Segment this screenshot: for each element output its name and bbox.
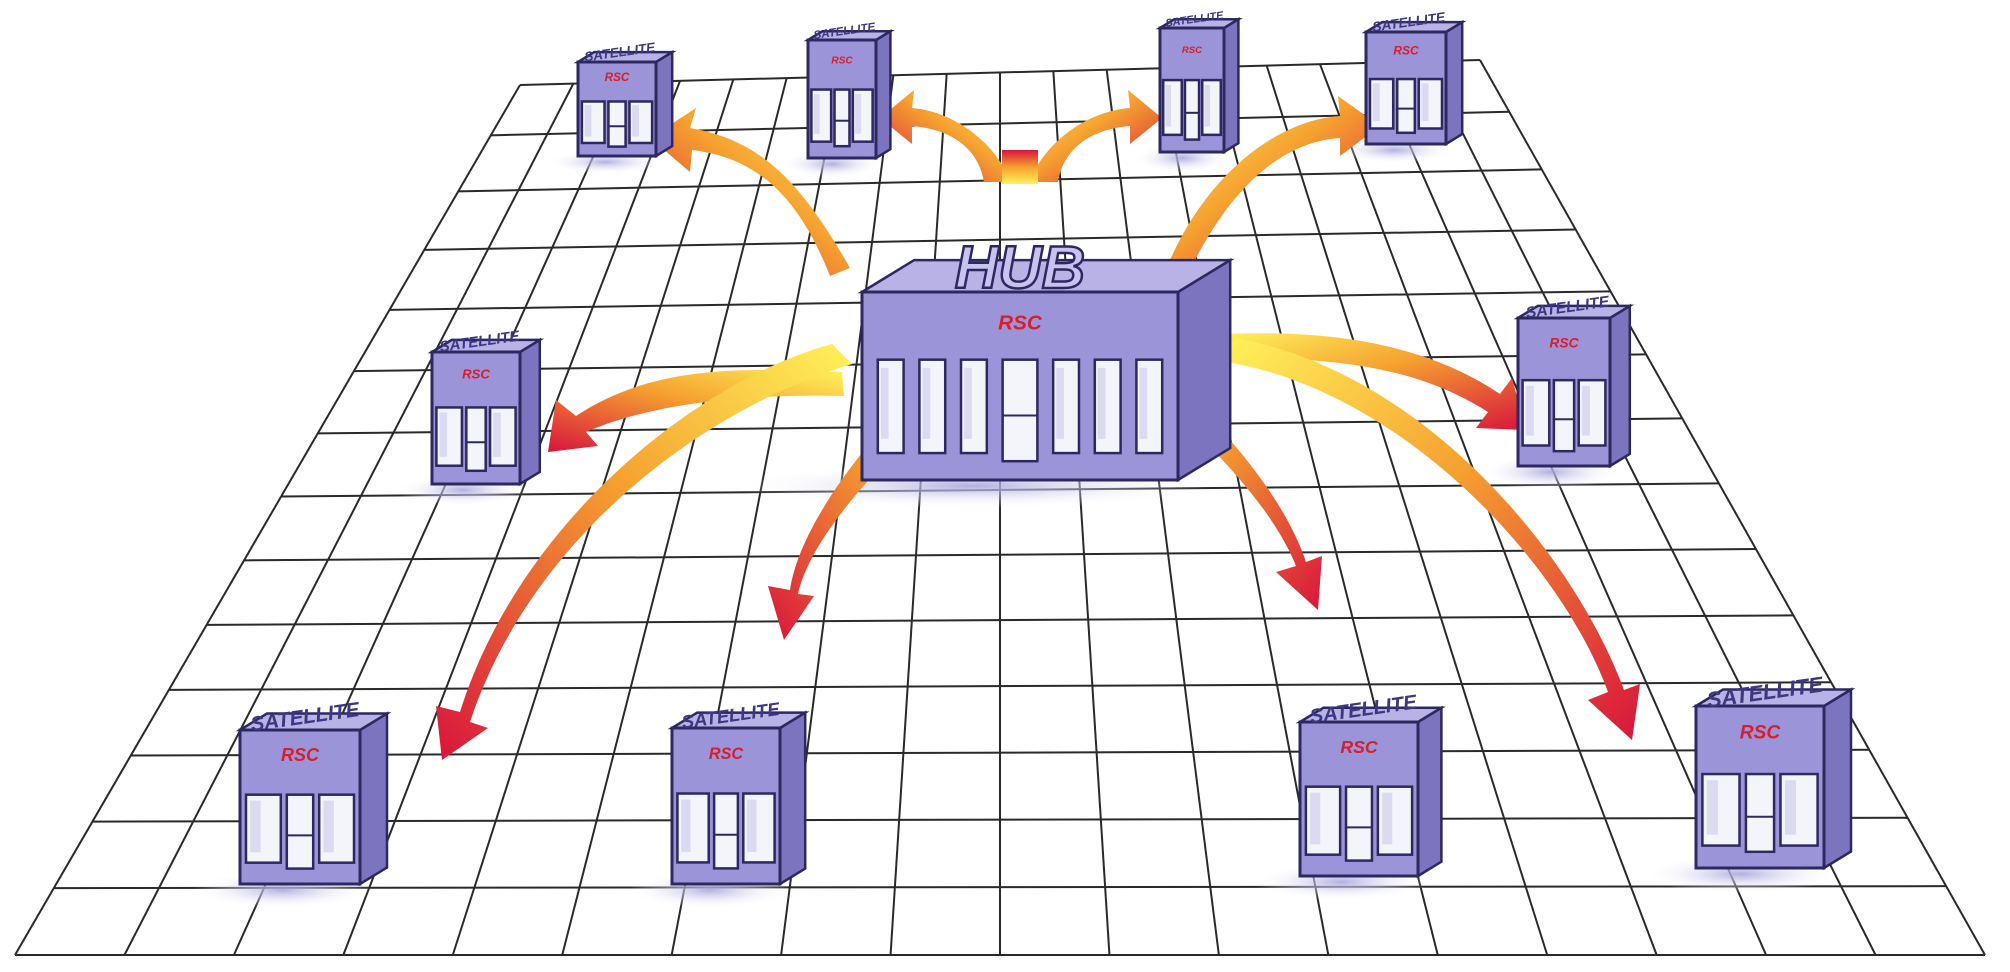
window-reflection: [323, 801, 333, 853]
grid-line-vertical: [1107, 70, 1219, 955]
door: [466, 407, 485, 470]
building-side-wall: [360, 714, 387, 885]
building-side-wall: [1610, 306, 1630, 466]
building-side-wall: [876, 31, 890, 158]
window-reflection: [250, 801, 260, 853]
window-reflection: [814, 94, 820, 134]
brand-logo-text: RSC: [709, 745, 743, 763]
window-reflection: [1382, 793, 1392, 845]
window-reflection: [1785, 780, 1796, 834]
brand-logo-text: RSC: [1393, 43, 1419, 57]
window-reflection: [439, 413, 447, 457]
door: [1554, 380, 1574, 451]
brand-logo-text: RSC: [462, 366, 490, 381]
brand-logo-text: RSC: [1740, 722, 1782, 743]
building-side-wall: [1446, 22, 1462, 144]
building-side-wall: [520, 340, 540, 484]
hub-label: HUB: [955, 234, 1085, 301]
window-reflection: [964, 368, 972, 439]
building-side-wall: [1418, 708, 1441, 876]
window-reflection: [632, 105, 639, 137]
window-reflection: [585, 105, 592, 137]
door: [1397, 79, 1415, 133]
building-side-wall: [1824, 690, 1851, 869]
building-side-wall: [1224, 19, 1238, 152]
door: [1185, 80, 1199, 140]
window-reflection: [923, 368, 931, 439]
brand-logo-text: RSC: [831, 56, 853, 67]
door: [835, 90, 850, 147]
window-reflection: [1139, 368, 1147, 439]
window-reflection: [1582, 386, 1590, 436]
building-side-wall: [656, 52, 672, 156]
window-reflection: [881, 368, 889, 439]
brand-logo-text: RSC: [605, 71, 630, 84]
arrow-trunk: [1002, 150, 1038, 184]
brand-logo-text: RSC: [1549, 336, 1579, 351]
window-reflection: [855, 94, 861, 134]
window-reflection: [1165, 85, 1171, 127]
window-reflection: [1526, 386, 1534, 436]
brand-logo-text: RSC: [998, 312, 1043, 335]
door: [1746, 774, 1774, 852]
grid-line-vertical: [891, 74, 947, 955]
brand-logo-text: RSC: [1340, 737, 1378, 757]
grid-line-vertical: [343, 81, 680, 955]
window-reflection: [747, 800, 756, 852]
window-reflection: [1098, 368, 1106, 439]
door: [1003, 360, 1038, 462]
window-reflection: [1056, 368, 1064, 439]
brand-logo-text: RSC: [281, 745, 320, 765]
hub-building: HUB RSC: [862, 234, 1230, 480]
window-reflection: [1204, 85, 1210, 127]
grid-line-vertical: [1053, 71, 1109, 955]
arrow-to-satellite-top-3: [1030, 90, 1162, 182]
window-reflection: [1707, 780, 1718, 834]
door: [714, 794, 738, 869]
hub-building-body: HUB RSC: [862, 234, 1230, 480]
window-reflection: [1373, 83, 1380, 121]
brand-logo-text: RSC: [1182, 45, 1203, 56]
window-reflection: [493, 413, 501, 457]
window-reflection: [1310, 793, 1320, 845]
building-side-wall: [780, 713, 805, 884]
window-reflection: [681, 800, 690, 852]
door: [608, 101, 625, 146]
window-reflection: [1422, 83, 1429, 121]
door: [287, 795, 313, 869]
door: [1346, 787, 1372, 861]
building-side-wall: [1178, 260, 1230, 480]
